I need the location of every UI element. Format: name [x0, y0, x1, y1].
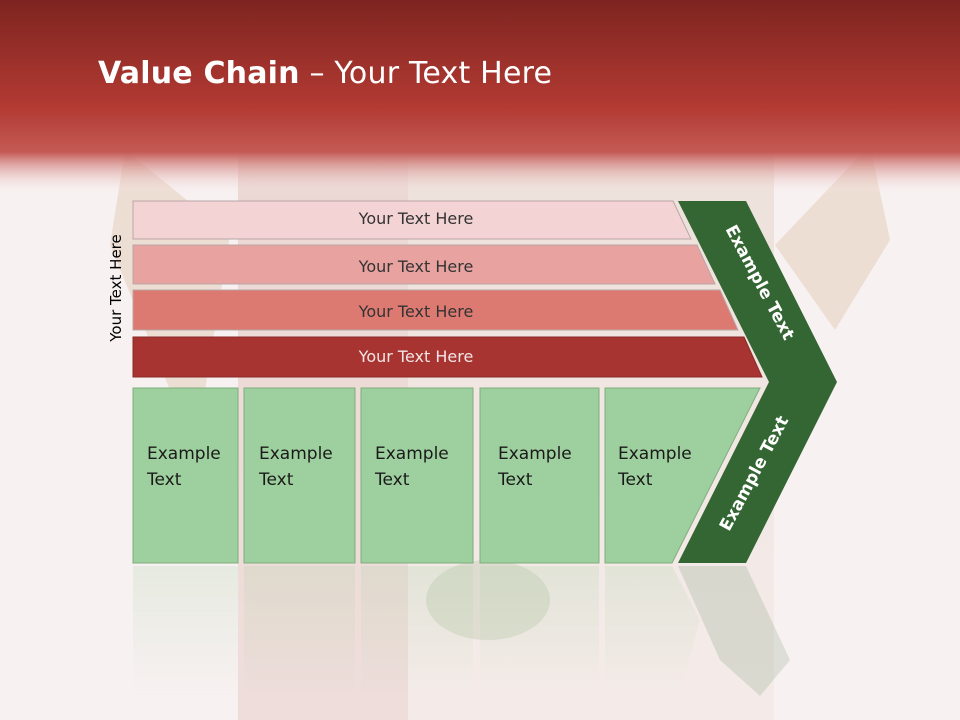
primary-box-shape	[479, 387, 600, 564]
primary-box: Example Text	[604, 387, 761, 564]
primary-box-shape	[360, 387, 474, 564]
primary-box: Example Text	[243, 387, 356, 564]
primary-box-line2: Text	[617, 470, 653, 490]
support-bar-label: Your Text Here	[358, 209, 474, 228]
support-bar: Your Text Here	[132, 244, 716, 285]
primary-box-shape	[132, 387, 239, 564]
support-bar: Your Text Here	[132, 200, 692, 240]
primary-box-line2: Text	[374, 470, 410, 490]
support-bar-label: Your Text Here	[358, 257, 474, 276]
primary-box-shape	[243, 387, 356, 564]
primary-box-line1: Example	[375, 444, 449, 464]
primary-box-line1: Example	[147, 444, 221, 464]
primary-box-line2: Text	[146, 470, 182, 490]
title-rest: – Your Text Here	[299, 56, 553, 91]
reflection	[133, 566, 790, 696]
primary-box-line1: Example	[498, 444, 572, 464]
support-bar-label: Your Text Here	[358, 302, 474, 321]
support-bar: Your Text Here	[132, 289, 739, 331]
primary-box-line1: Example	[618, 444, 692, 464]
primary-box: Example Text	[132, 387, 239, 564]
primary-box-line2: Text	[497, 470, 533, 490]
support-bar-shape	[132, 200, 692, 240]
slide-title: Value Chain – Your Text Here	[98, 56, 552, 91]
support-bar-label: Your Text Here	[358, 347, 474, 366]
support-bar-shape	[132, 244, 716, 285]
primary-box-shape	[604, 387, 761, 564]
support-bar: Your Text Here	[132, 336, 763, 378]
primary-box: Example Text	[479, 387, 600, 564]
support-bar-shape	[132, 336, 763, 378]
title-bold: Value Chain	[98, 56, 300, 91]
support-bar-shape	[132, 289, 739, 331]
margin-arrow	[678, 201, 837, 563]
primary-box: Example Text	[360, 387, 474, 564]
primary-box-line1: Example	[259, 444, 333, 464]
primary-box-line2: Text	[258, 470, 294, 490]
